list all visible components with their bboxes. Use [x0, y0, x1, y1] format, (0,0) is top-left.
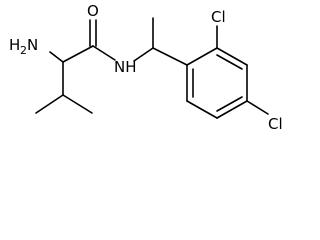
bond-calpha-nh2 [49, 51, 64, 63]
bond-isopropyl-methyl-left [35, 94, 64, 114]
ring-inner-bond-3 [216, 96, 243, 112]
bonds [35, 17, 269, 119]
ring-bond-5 [186, 100, 218, 119]
bond-ch-ring [152, 47, 188, 66]
amine-label-subscript: 2 [20, 44, 27, 57]
ring-bond-2 [216, 47, 248, 66]
atom-labels: H 2 N O NH Cl Cl [9, 2, 283, 133]
bond-nh-ch [133, 47, 154, 62]
molecule-structure: H 2 N O NH Cl Cl [9, 2, 283, 133]
ring-bond-1 [186, 47, 218, 66]
amine-label-h: H [9, 36, 20, 54]
bond-calpha-carbonyl [62, 45, 94, 63]
bond-carbonyl-nh [92, 45, 116, 61]
chlorine-para-label: Cl [268, 115, 283, 133]
bond-isopropyl-methyl-right [62, 94, 93, 114]
bond-ring-cl-para [246, 100, 269, 115]
amide-nh-label: NH [114, 58, 137, 76]
chlorine-ortho-label: Cl [211, 8, 226, 26]
oxygen-label: O [87, 2, 99, 20]
ring-inner-bond-2 [216, 54, 243, 70]
ring-bond-4 [216, 100, 248, 119]
amine-label-n: N [27, 36, 38, 54]
